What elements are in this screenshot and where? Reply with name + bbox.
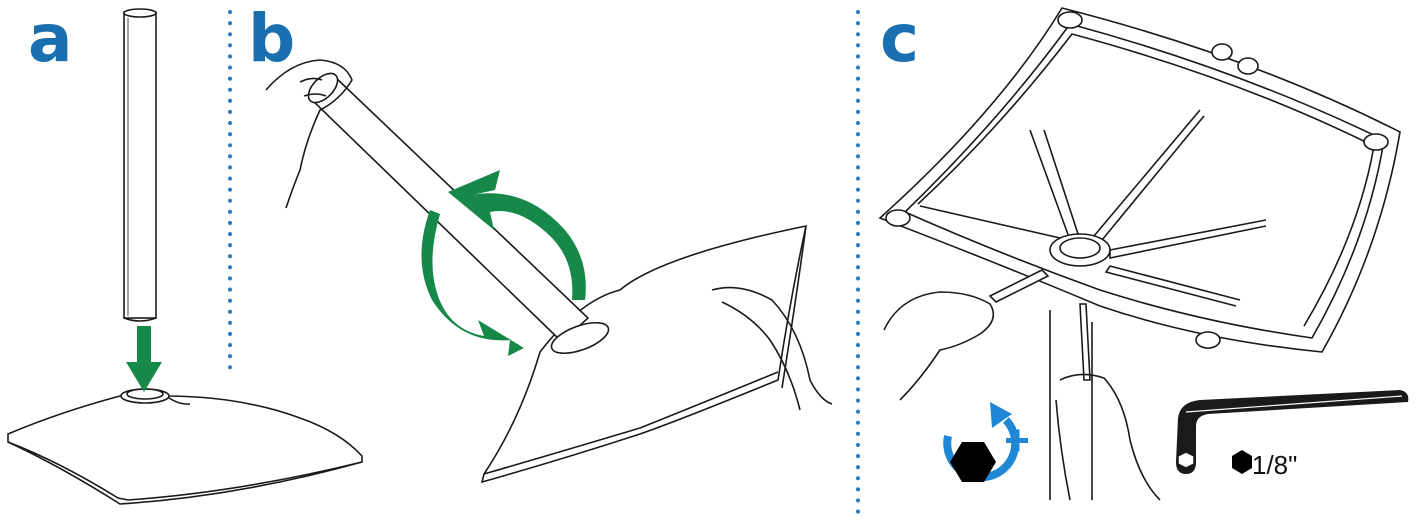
step-c-label: c [880, 0, 920, 77]
insert-arrow-icon [126, 326, 162, 392]
step-a-label: a [28, 0, 73, 77]
hex-wrench-icon [1176, 390, 1409, 474]
step-b-illustration [265, 59, 833, 484]
hex-key-size-label: 1/8" [1252, 450, 1298, 480]
step-c-illustration [878, 7, 1401, 501]
step-b-label: b [248, 0, 296, 77]
pole-b [310, 74, 590, 344]
step-a-illustration [7, 8, 363, 505]
base-plate-a [7, 392, 363, 501]
pole-a [123, 11, 157, 319]
top-plate-c [878, 7, 1401, 353]
base-plate-b [480, 224, 808, 484]
hex-size-icon [1232, 450, 1252, 474]
rotate-arrows-icon [421, 170, 586, 356]
tighten-clockwise-icon [943, 402, 1028, 482]
